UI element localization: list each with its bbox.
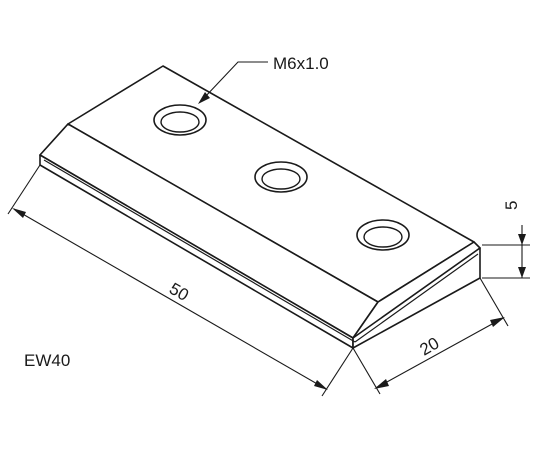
callout-arrow-icon	[198, 92, 210, 104]
width-dim-line	[375, 317, 504, 389]
length-dim-label: 50	[166, 279, 192, 305]
width-ext-line-left	[352, 347, 381, 395]
hole-2	[254, 161, 308, 193]
plate	[39, 65, 481, 349]
part-code-label: EW40	[24, 351, 70, 370]
length-dim-line	[13, 208, 327, 390]
hole-3	[356, 219, 410, 251]
thickness-dim-label: 5	[502, 201, 521, 210]
thread-callout: M6x1.0	[198, 54, 329, 104]
thickness-arrow-top-icon	[518, 234, 526, 245]
width-arrow-left-icon	[374, 379, 389, 389]
front-inner-edge	[43, 159, 356, 343]
length-arrow-left-icon	[12, 208, 26, 218]
length-arrow-right-icon	[314, 380, 328, 390]
thickness-arrow-bottom-icon	[518, 267, 526, 278]
right-inner-edge	[354, 253, 479, 343]
width-dim-label: 20	[417, 334, 443, 360]
width-ext-line-right	[479, 277, 509, 327]
thread-callout-label: M6x1.0	[273, 54, 329, 73]
hole-1	[153, 104, 207, 136]
callout-leader-line	[203, 61, 268, 99]
length-ext-line-left	[7, 164, 41, 215]
thickness-dimension: 5	[482, 201, 530, 279]
length-ext-line-right	[321, 347, 354, 397]
width-arrow-right-icon	[490, 317, 505, 327]
